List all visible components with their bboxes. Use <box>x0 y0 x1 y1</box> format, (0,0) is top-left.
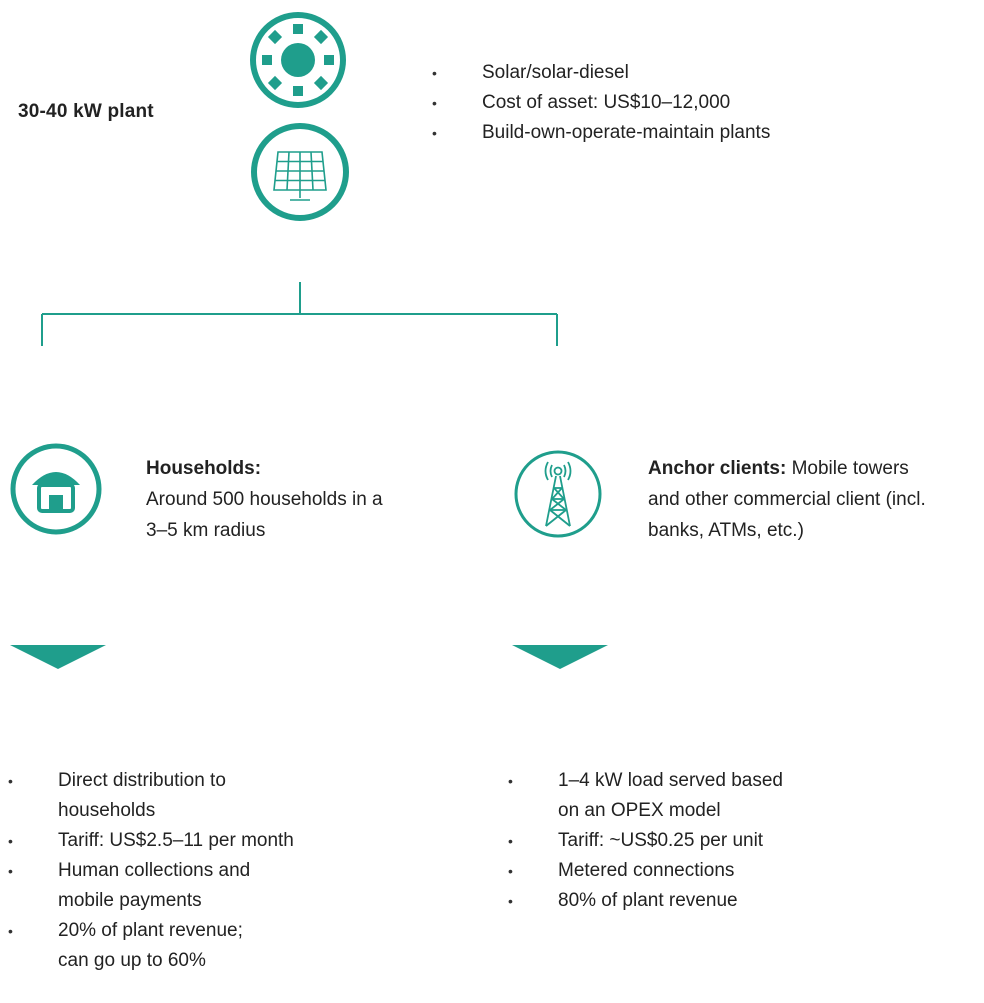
households-bullets: Direct distribution to households Tariff… <box>8 766 338 976</box>
households-description: Households: Around 500 households in a 3… <box>146 453 383 546</box>
list-item: Human collections and mobile payments <box>8 856 278 916</box>
households-desc-line: 3–5 km radius <box>146 520 266 541</box>
connector-lines <box>41 282 558 346</box>
anchor-desc-line: banks, ATMs, etc.) <box>648 520 804 541</box>
list-item: Build-own-operate-maintain plants <box>432 118 770 148</box>
sun-icon <box>250 12 346 108</box>
anchor-desc-line: Mobile towers <box>786 458 909 479</box>
plant-bullets: Solar/solar-diesel Cost of asset: US$10–… <box>432 58 770 148</box>
anchor-bullets: 1–4 kW load served based on an OPEX mode… <box>508 766 808 916</box>
list-item: Tariff: US$2.5–11 per month <box>8 826 338 856</box>
radio-tower-icon <box>514 450 602 538</box>
households-desc-line: Around 500 households in a <box>146 489 383 510</box>
list-item: Direct distribution to households <box>8 766 248 826</box>
list-item: 20% of plant revenue; can go up to 60% <box>8 916 258 976</box>
list-item: Tariff: ~US$0.25 per unit <box>508 826 808 856</box>
list-item: Solar/solar-diesel <box>432 58 770 88</box>
anchor-down-arrow <box>512 645 608 669</box>
households-heading: Households: <box>146 458 262 479</box>
households-down-arrow <box>10 645 106 669</box>
list-item: 80% of plant revenue <box>508 886 808 916</box>
house-icon <box>10 443 102 535</box>
anchor-desc-line: and other commercial client (incl. <box>648 489 926 510</box>
anchor-heading: Anchor clients: <box>648 458 787 479</box>
solar-panel-icon <box>251 123 349 221</box>
anchor-description: Anchor clients: Mobile towers and other … <box>648 453 926 546</box>
list-item: Cost of asset: US$10–12,000 <box>432 88 770 118</box>
list-item: 1–4 kW load served based on an OPEX mode… <box>508 766 798 826</box>
list-item: Metered connections <box>508 856 808 886</box>
plant-label: 30-40 kW plant <box>18 101 154 122</box>
